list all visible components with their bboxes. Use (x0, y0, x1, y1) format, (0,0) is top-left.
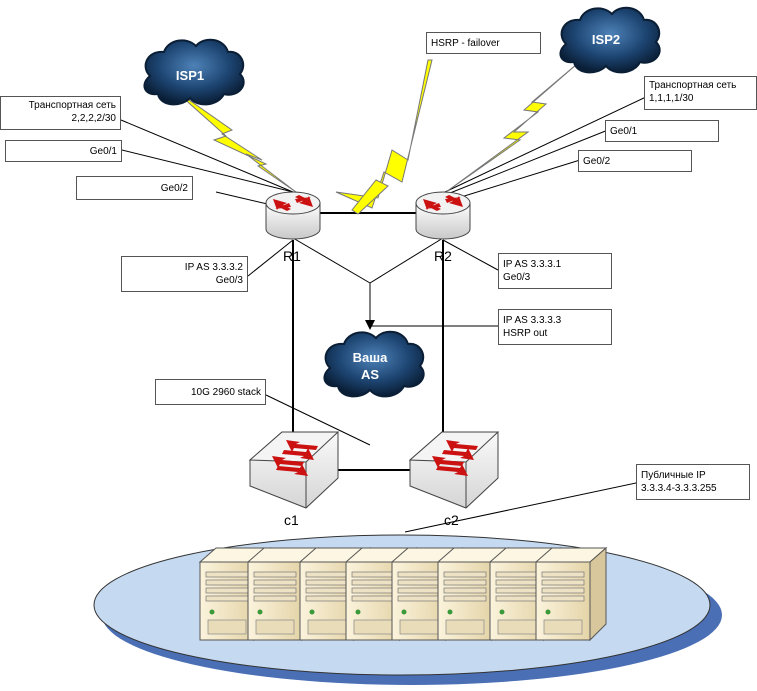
r2-ge01-text: Ge0/1 (610, 126, 638, 137)
hsrp-arrow-head (365, 320, 375, 330)
hsrp-ip-label: IP AS 3.3.3.3 HSRP out (498, 309, 612, 345)
switch-c1 (248, 431, 340, 509)
public-ip-line1: Публичные IP (641, 470, 706, 481)
r2-ip-line1: IP AS 3.3.3.1 (503, 259, 562, 270)
cloud-your-as-label-2: AS (361, 367, 379, 382)
transport-isp2-line1: Транспортная сеть (649, 80, 737, 91)
router-r1 (265, 191, 321, 240)
transport-isp1-line2: 2,2,2,2/30 (71, 113, 116, 124)
r1-ip-label: IP AS 3.3.3.2 Ge0/3 (121, 256, 248, 292)
router-r1-name: R1 (283, 248, 301, 264)
switch-c1-name: c1 (284, 512, 299, 528)
r2-ge02-text: Ge0/2 (583, 156, 611, 167)
public-ip-line2: 3.3.3.4-3.3.3.255 (641, 483, 717, 494)
hsrp-ip-line1: IP AS 3.3.3.3 (503, 315, 562, 326)
router-r2-name: R2 (434, 248, 452, 264)
cloud-your-as-label-1: Ваша (353, 350, 388, 365)
router-arrows-icon (273, 195, 313, 211)
router-r2 (415, 191, 471, 240)
r1-ge01-text: Ge0/1 (89, 146, 117, 157)
callout-lines (120, 95, 651, 533)
cloud-isp2: ISP2 (559, 6, 661, 74)
links (292, 212, 444, 471)
cloud-your-as: Ваша AS (323, 330, 425, 398)
server-icon (534, 546, 608, 642)
r1-ge02-label: Ge0/2 (76, 176, 193, 200)
cloud-isp1-label: ISP1 (176, 68, 204, 83)
public-ip-label: Публичные IP 3.3.3.4-3.3.3.255 (636, 464, 750, 500)
r2-ip-label: IP AS 3.3.3.1 Ge0/3 (498, 253, 612, 289)
r1-ip-line2: Ge0/3 (215, 275, 243, 286)
server-group (198, 546, 608, 642)
r2-ge01-label: Ge0/1 (605, 120, 719, 142)
switch-c2 (408, 431, 500, 509)
hsrp-failover-text: HSRP - failover (431, 38, 500, 49)
hsrp-failover-label: HSRP - failover (426, 32, 541, 54)
r2-ge02-label: Ge0/2 (578, 150, 692, 172)
switch-arrows-icon (272, 440, 318, 476)
r1-ge01-label: Ge0/1 (5, 140, 122, 162)
transport-isp1-label: Транспортная сеть 2,2,2,2/30 (0, 96, 121, 130)
switch-c2-name: c2 (444, 512, 459, 528)
r1-ge02-text: Ge0/2 (160, 183, 188, 194)
transport-isp2-line2: 1,1,1,1/30 (649, 93, 694, 104)
cloud-isp2-label: ISP2 (592, 32, 620, 47)
r1-ip-line1: IP AS 3.3.3.2 (184, 262, 243, 273)
lightning-hsrp (335, 59, 433, 215)
r2-ip-line2: Ge0/3 (503, 272, 531, 283)
transport-isp1-line1: Транспортная сеть (28, 100, 116, 111)
transport-isp2-label: Транспортная сеть 1,1,1,1/30 (644, 76, 757, 110)
router-arrows-icon (423, 195, 463, 211)
hsrp-ip-line2: HSRP out (503, 328, 548, 339)
stack-text: 10G 2960 stack (190, 387, 261, 398)
lightning-isp2 (445, 57, 585, 193)
switch-arrows-icon (432, 440, 478, 476)
cloud-isp1: ISP1 (143, 38, 245, 106)
stack-label: 10G 2960 stack (155, 379, 266, 405)
